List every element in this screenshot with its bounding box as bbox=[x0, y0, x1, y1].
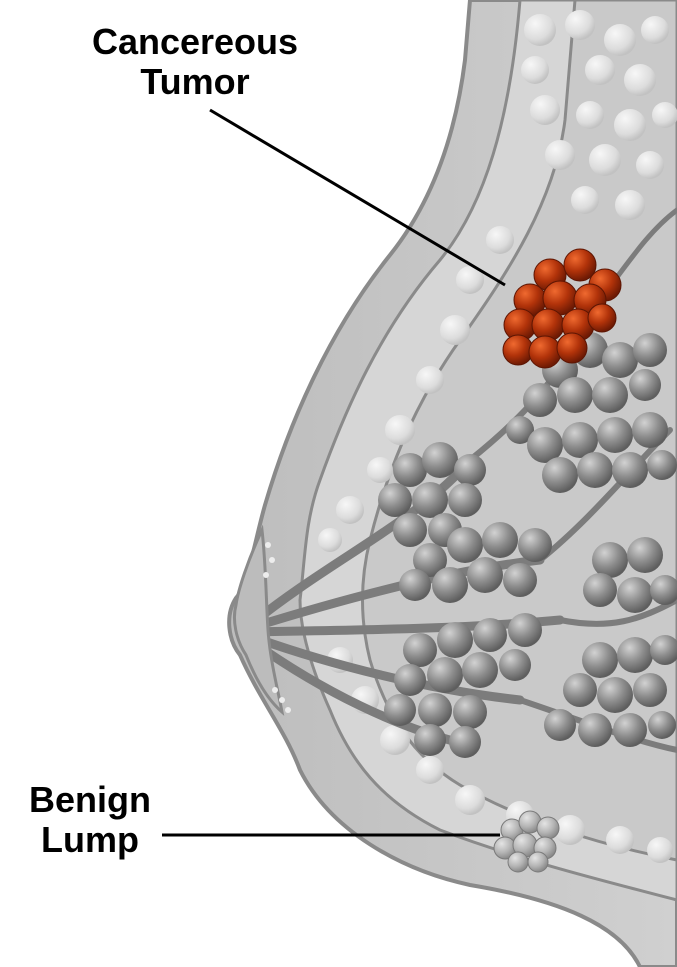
lump-label-line2: Lump bbox=[10, 820, 170, 860]
lump-label-line1: Benign bbox=[10, 780, 170, 820]
tumor-label: Cancereous Tumor bbox=[60, 22, 330, 102]
tumor-label-line2: Tumor bbox=[60, 62, 330, 102]
lump-label: Benign Lump bbox=[10, 780, 170, 860]
tumor-label-line1: Cancereous bbox=[60, 22, 330, 62]
